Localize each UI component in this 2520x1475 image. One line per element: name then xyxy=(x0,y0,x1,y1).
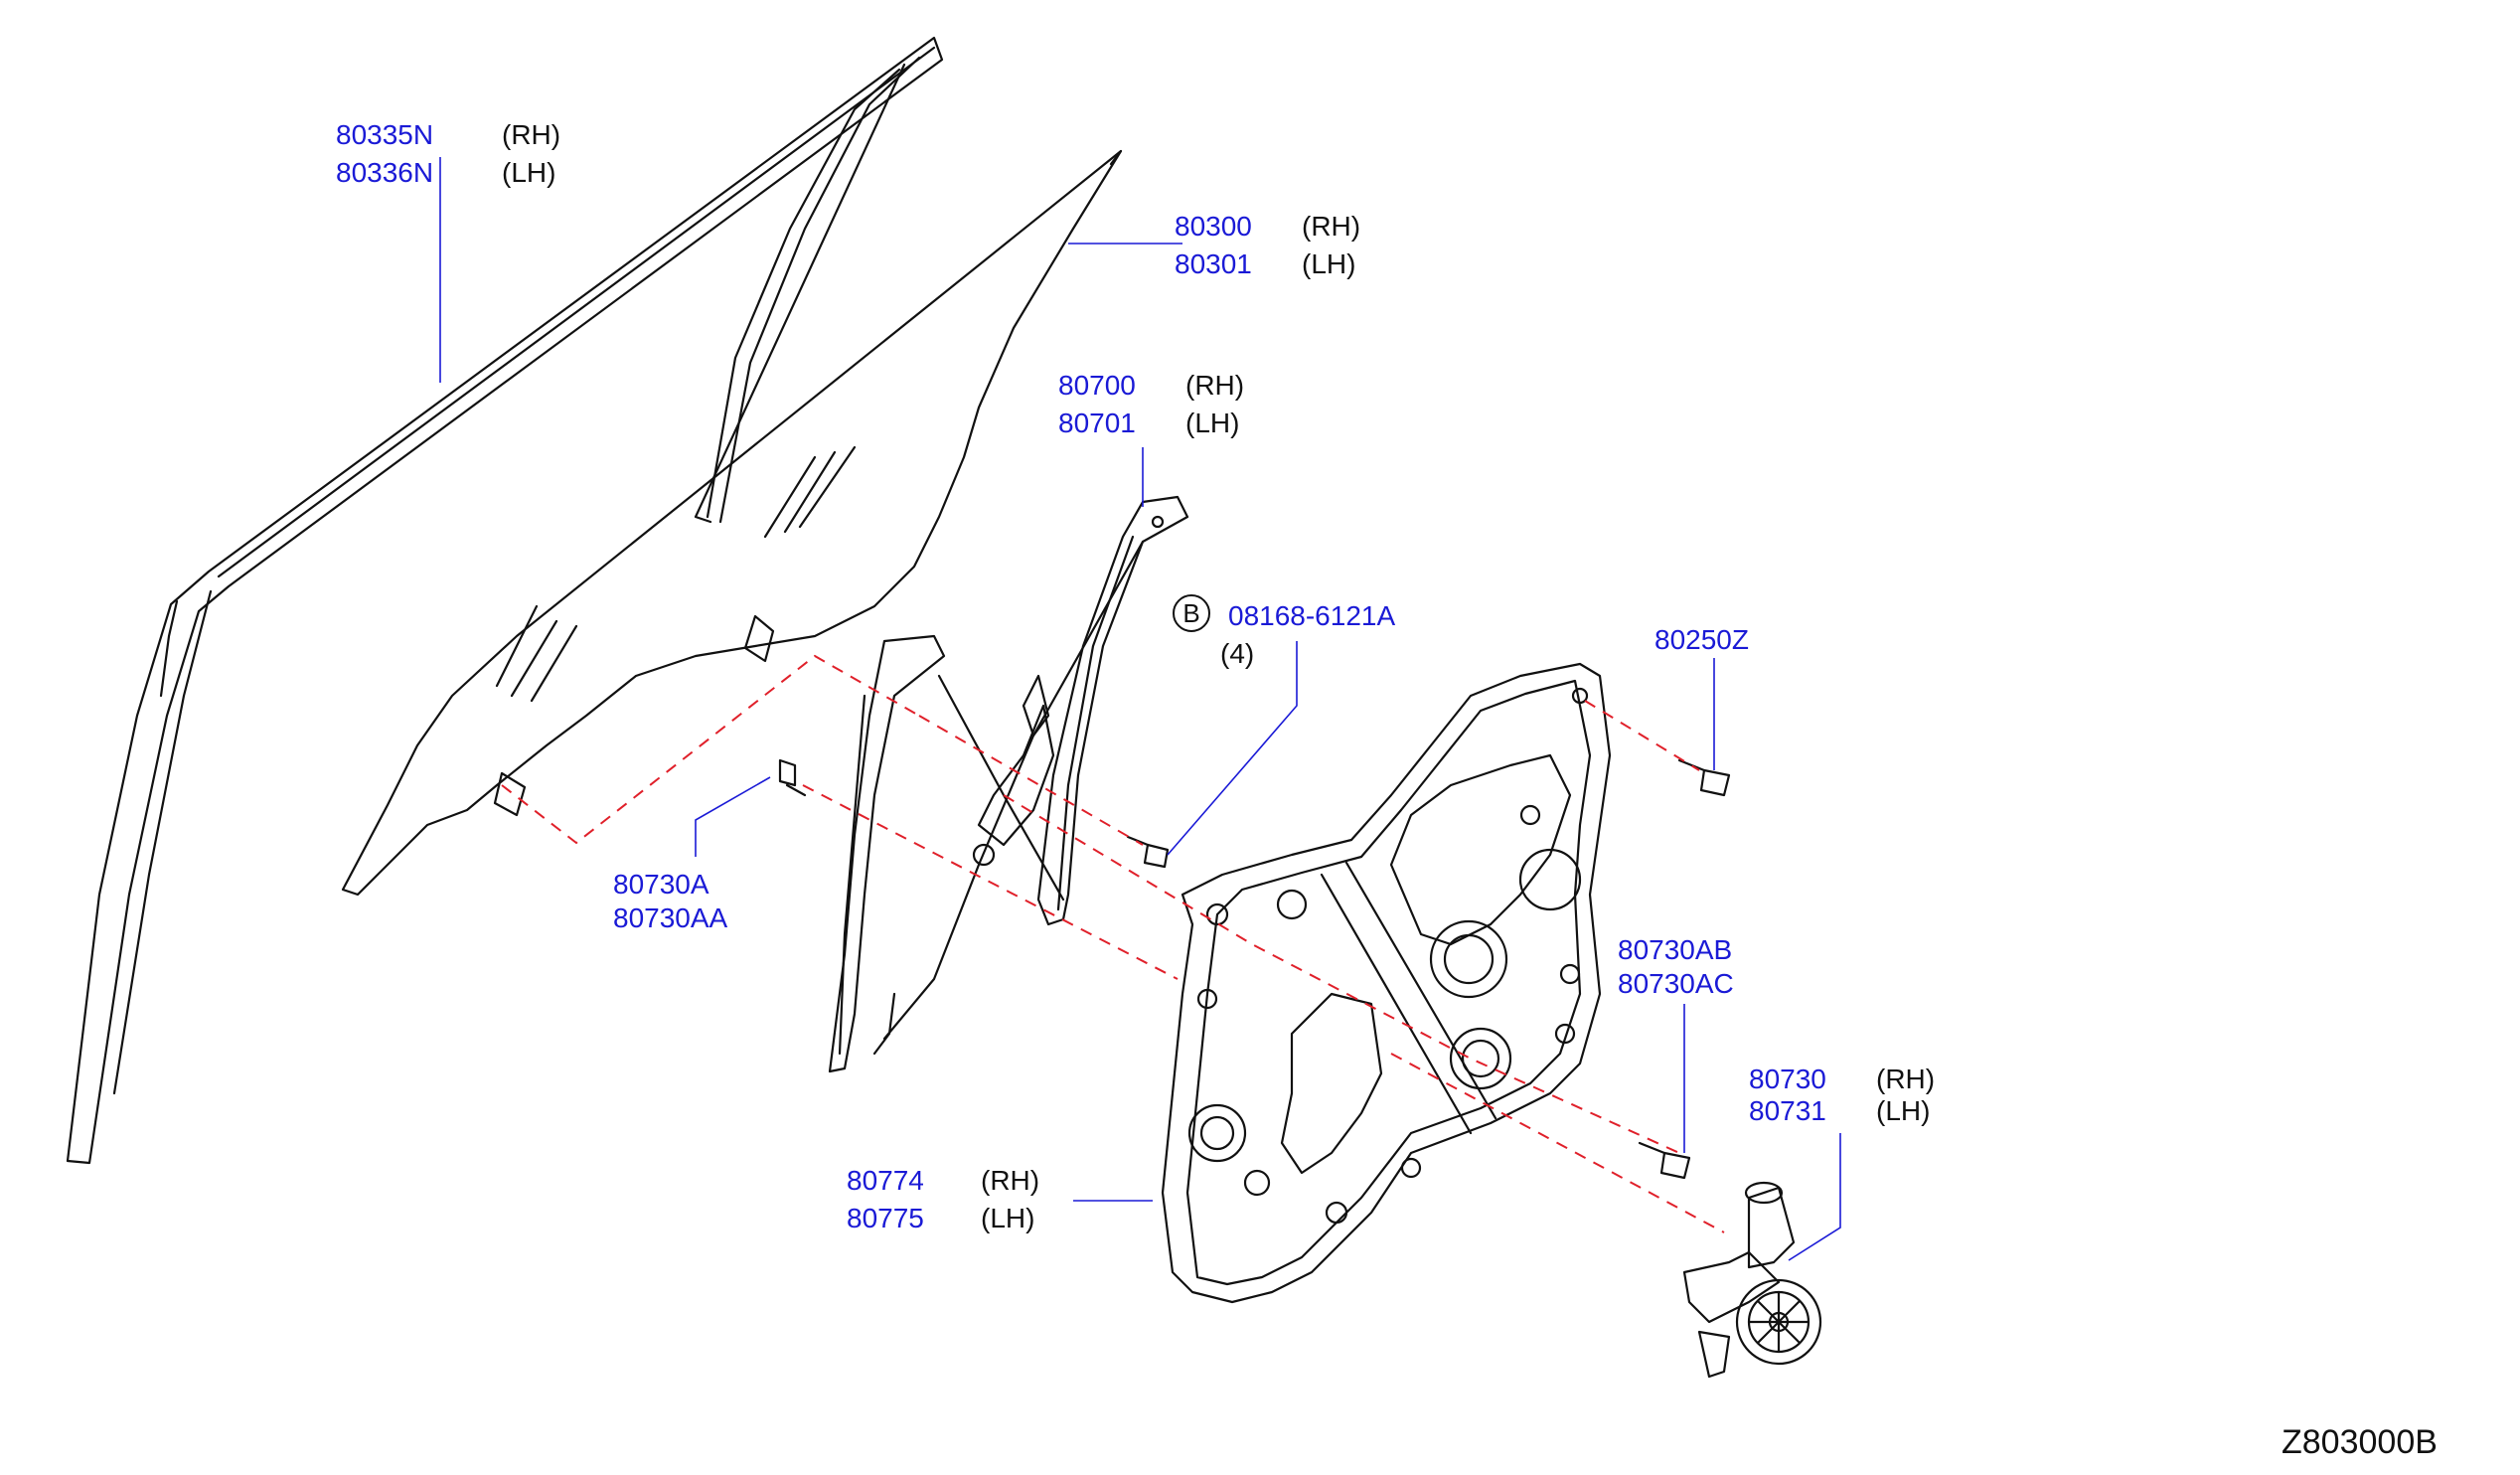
window-regulator xyxy=(828,495,1189,1073)
part-number-80730[interactable]: 80730 xyxy=(1749,1064,1826,1094)
bolt-08168-icon xyxy=(1126,835,1170,869)
side-rh: (RH) xyxy=(1185,370,1245,401)
part-number-80730AB[interactable]: 80730AB xyxy=(1618,934,1733,965)
part-number-80300[interactable]: 80300 xyxy=(1175,211,1252,242)
part-number-80730AC[interactable]: 80730AC xyxy=(1618,968,1734,999)
part-number-80731[interactable]: 80731 xyxy=(1749,1095,1826,1126)
part-number-80701[interactable]: 80701 xyxy=(1058,408,1136,438)
side-lh: (LH) xyxy=(1876,1095,1931,1126)
regulator-motor xyxy=(1682,1181,1822,1379)
part-number-80301[interactable]: 80301 xyxy=(1175,248,1252,279)
part-number-80775[interactable]: 80775 xyxy=(847,1203,924,1233)
part-number-80700[interactable]: 80700 xyxy=(1058,370,1136,401)
side-rh: (RH) xyxy=(981,1165,1040,1196)
fasteners xyxy=(778,758,1731,1180)
bolt-80730A-icon xyxy=(778,758,807,797)
alignment-lines xyxy=(501,654,1725,1233)
side-rh: (RH) xyxy=(1876,1064,1936,1094)
part-number-80335N[interactable]: 80335N xyxy=(336,119,434,150)
side-rh: (RH) xyxy=(1302,211,1361,242)
door-module-panel xyxy=(1161,662,1612,1304)
side-lh: (LH) xyxy=(502,157,556,188)
bolt-80250Z-icon xyxy=(1677,758,1731,797)
bolt-80730AB-icon xyxy=(1638,1141,1691,1180)
part-number-80250Z[interactable]: 80250Z xyxy=(1654,624,1749,655)
part-number-08168-6121A[interactable]: 08168-6121A xyxy=(1228,600,1396,631)
part-number-80730AA[interactable]: 80730AA xyxy=(613,902,728,933)
side-lh: (LH) xyxy=(981,1203,1035,1233)
side-lh: (LH) xyxy=(1185,408,1240,438)
glass-run-channel xyxy=(66,36,944,1165)
side-lh: (LH) xyxy=(1302,248,1356,279)
quantity: (4) xyxy=(1220,638,1255,669)
door-glass xyxy=(341,149,1123,897)
part-number-80730A[interactable]: 80730A xyxy=(613,869,709,900)
badge-b: B xyxy=(1173,594,1210,632)
side-rh: (RH) xyxy=(502,119,561,150)
leader-lines xyxy=(439,157,1841,1261)
part-number-80774[interactable]: 80774 xyxy=(847,1165,924,1196)
part-number-80336N[interactable]: 80336N xyxy=(336,157,434,188)
diagram-code: Z803000B xyxy=(2282,1423,2438,1461)
